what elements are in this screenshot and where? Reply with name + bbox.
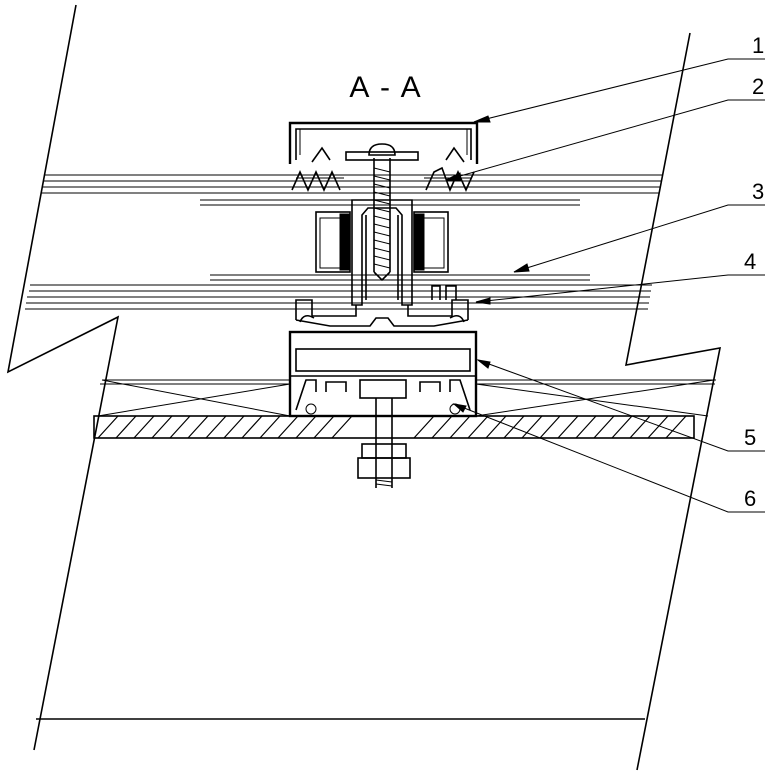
- transom-outline: [97, 379, 716, 417]
- right-spacer: [413, 211, 449, 273]
- anchor-bolt: [357, 398, 411, 488]
- left-break-outline: [6, 4, 120, 751]
- callout-3: 3: [752, 179, 764, 204]
- lower-glass-pane: [25, 274, 652, 310]
- callout-5: 5: [744, 425, 756, 450]
- leader-lines: [445, 58, 765, 513]
- callout-1: 1: [752, 33, 764, 58]
- hatched-slab: [93, 415, 695, 439]
- callout-6: 6: [744, 486, 756, 511]
- outer-gaskets: [291, 166, 475, 193]
- callout-4: 4: [744, 249, 756, 274]
- mullion-profile: [295, 199, 469, 327]
- box-section: [288, 330, 478, 418]
- fixing-screw: [373, 158, 391, 282]
- right-break-outline: [624, 32, 722, 771]
- leader-arrowheads: [445, 115, 530, 413]
- callout-2: 2: [752, 74, 764, 99]
- section-title: A - A: [349, 71, 422, 104]
- pressure-cover-cap: [288, 121, 479, 164]
- left-spacer: [315, 211, 351, 273]
